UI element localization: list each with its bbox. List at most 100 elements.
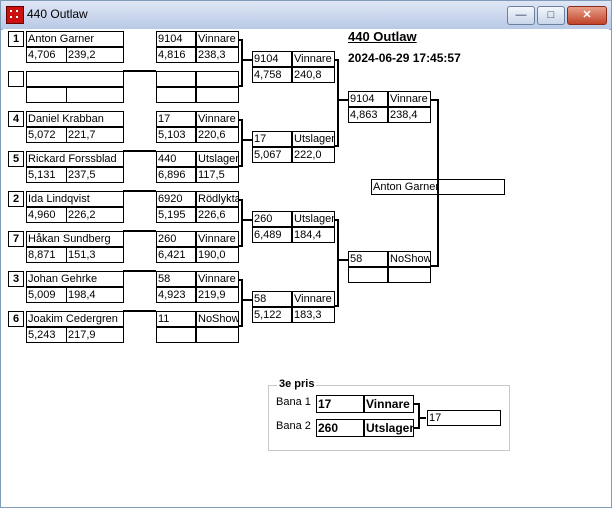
speed: 190,0 xyxy=(196,247,239,263)
seed-number: 3 xyxy=(8,271,24,287)
result-label: Vinnare xyxy=(292,51,335,67)
reaction-time: 6,489 xyxy=(252,227,292,243)
driver-name[interactable]: Rickard Forssblad xyxy=(26,151,124,167)
speed: 221,7 xyxy=(66,127,124,143)
driver-name[interactable]: Joakim Cedergren xyxy=(26,311,124,327)
reaction-time: 5,131 xyxy=(26,167,67,183)
reaction-time xyxy=(156,327,196,343)
car-number[interactable]: 17 xyxy=(156,111,196,127)
result-label: Vinnare xyxy=(196,31,239,47)
car-number[interactable]: 260 xyxy=(252,211,292,227)
maximize-icon: □ xyxy=(547,9,555,21)
speed: 222,0 xyxy=(292,147,335,163)
result-label: Vinnare xyxy=(388,91,431,107)
result-label: Vinnare xyxy=(196,111,239,127)
driver-name[interactable]: Johan Gehrke xyxy=(26,271,124,287)
speed: 226,2 xyxy=(66,207,124,223)
car-number[interactable]: 440 xyxy=(156,151,196,167)
car-number[interactable]: 9104 xyxy=(156,31,196,47)
minimize-button[interactable]: — xyxy=(507,6,535,25)
reaction-time: 6,896 xyxy=(156,167,196,183)
driver-name[interactable]: Daniel Krabban xyxy=(26,111,124,127)
window-title: 440 Outlaw xyxy=(27,7,88,21)
result-label: Vinnare xyxy=(196,271,239,287)
lane2-car-number[interactable]: 260 xyxy=(316,419,364,437)
lane2-label: Bana 2 xyxy=(276,420,311,432)
reaction-time xyxy=(26,87,67,103)
car-number[interactable]: 9104 xyxy=(348,91,388,107)
close-icon: ✕ xyxy=(582,9,592,21)
seed-number: 5 xyxy=(8,151,24,167)
reaction-time xyxy=(156,87,196,103)
lane1-result: Vinnare xyxy=(364,395,414,413)
reaction-time: 5,243 xyxy=(26,327,67,343)
reaction-time: 4,816 xyxy=(156,47,196,63)
speed: 239,2 xyxy=(66,47,124,63)
lane1-car-number[interactable]: 17 xyxy=(316,395,364,413)
speed xyxy=(66,87,124,103)
reaction-time: 5,067 xyxy=(252,147,292,163)
car-number[interactable]: 58 xyxy=(252,291,292,307)
car-number[interactable]: 58 xyxy=(348,251,388,267)
maximize-button[interactable]: □ xyxy=(537,6,565,25)
speed: 217,9 xyxy=(66,327,124,343)
reaction-time: 4,923 xyxy=(156,287,196,303)
event-title: 440 Outlaw xyxy=(348,29,417,44)
speed: 220,6 xyxy=(196,127,239,143)
seed-number: 6 xyxy=(8,311,24,327)
reaction-time: 4,863 xyxy=(348,107,388,123)
speed xyxy=(196,87,239,103)
reaction-time: 4,706 xyxy=(26,47,67,63)
reaction-time: 4,960 xyxy=(26,207,67,223)
speed: 184,4 xyxy=(292,227,335,243)
reaction-time: 6,421 xyxy=(156,247,196,263)
reaction-time: 5,009 xyxy=(26,287,67,303)
bracket-area: 440 Outlaw 2024-06-29 17:45:57 1 Anton G… xyxy=(3,29,609,505)
third-place-label: 3e pris xyxy=(277,378,317,390)
speed: 198,4 xyxy=(66,287,124,303)
speed: 117,5 xyxy=(196,167,239,183)
reaction-time: 4,758 xyxy=(252,67,292,83)
speed xyxy=(388,267,431,283)
car-number[interactable] xyxy=(156,71,196,87)
reaction-time: 5,103 xyxy=(156,127,196,143)
speed: 151,3 xyxy=(66,247,124,263)
speed xyxy=(196,327,239,343)
reaction-time: 5,072 xyxy=(26,127,67,143)
lane1-label: Bana 1 xyxy=(276,396,311,408)
car-number[interactable]: 6920 xyxy=(156,191,196,207)
seed-number: 4 xyxy=(8,111,24,127)
reaction-time: 5,195 xyxy=(156,207,196,223)
driver-name[interactable]: Anton Garner xyxy=(26,31,124,47)
driver-name[interactable]: Ida Lindqvist xyxy=(26,191,124,207)
car-number[interactable]: 17 xyxy=(252,131,292,147)
seed-number xyxy=(8,71,24,87)
result-label: Vinnare xyxy=(292,291,335,307)
result-label: Utslagen xyxy=(292,211,335,227)
lane2-result: Utslagen xyxy=(364,419,414,437)
minimize-icon: — xyxy=(515,9,527,21)
speed: 226,6 xyxy=(196,207,239,223)
car-number[interactable]: 11 xyxy=(156,311,196,327)
driver-name[interactable]: Håkan Sundberg xyxy=(26,231,124,247)
reaction-time xyxy=(348,267,388,283)
result-label: Rödlyktan xyxy=(196,191,239,207)
app-flag-icon xyxy=(6,6,24,24)
speed: 238,3 xyxy=(196,47,239,63)
speed: 240,8 xyxy=(292,67,335,83)
reaction-time: 8,871 xyxy=(26,247,67,263)
speed: 183,3 xyxy=(292,307,335,323)
close-button[interactable]: ✕ xyxy=(567,6,607,25)
speed: 219,9 xyxy=(196,287,239,303)
speed: 237,5 xyxy=(66,167,124,183)
third-place-winner[interactable]: 17 xyxy=(427,410,501,426)
title-bar[interactable]: 440 Outlaw — □ ✕ xyxy=(1,1,611,30)
car-number[interactable]: 9104 xyxy=(252,51,292,67)
speed: 238,4 xyxy=(388,107,431,123)
car-number[interactable]: 260 xyxy=(156,231,196,247)
car-number[interactable]: 58 xyxy=(156,271,196,287)
seed-number: 7 xyxy=(8,231,24,247)
result-label: NoShow xyxy=(196,311,239,327)
driver-name[interactable] xyxy=(26,71,124,87)
